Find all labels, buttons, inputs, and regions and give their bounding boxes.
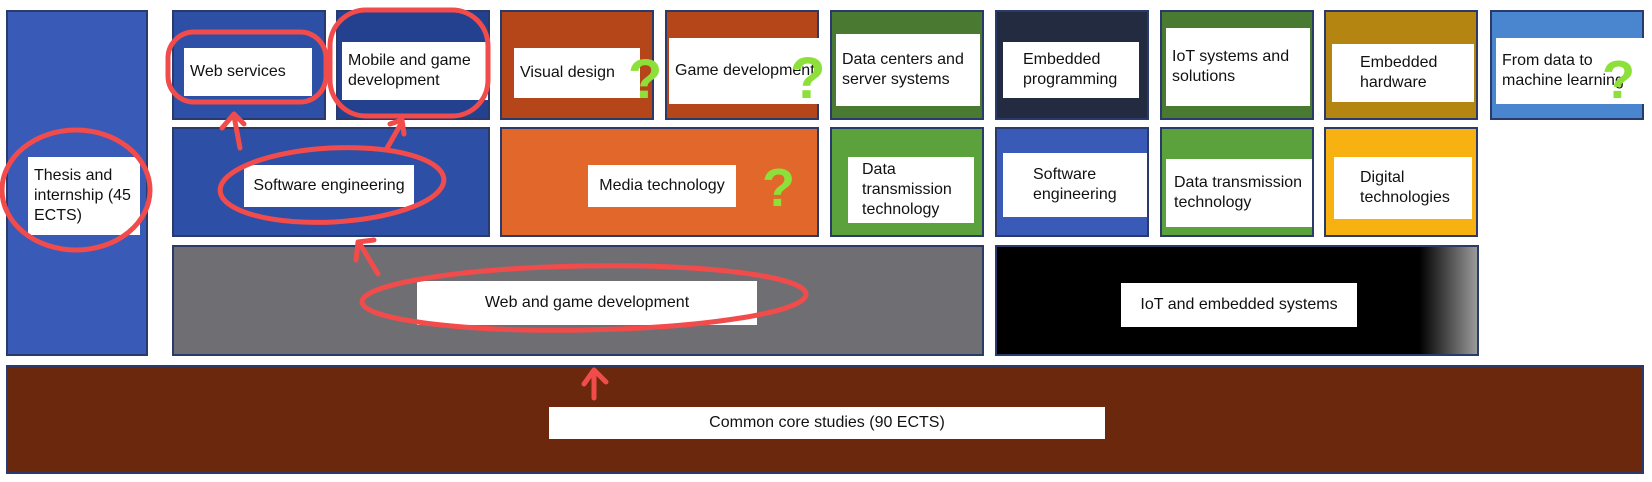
- data-transmission-1-label: Data transmission technology: [848, 157, 974, 223]
- embedded-hardware-label: Embedded hardware: [1332, 44, 1474, 102]
- thesis-block: Thesis and internship (45 ECTS): [6, 10, 148, 356]
- software-engineering-label: Software engineering: [244, 165, 414, 207]
- iot-systems-block: IoT systems and solutions: [1160, 10, 1314, 120]
- data-transmission-2-block: Data transmission technology: [1160, 127, 1314, 237]
- game-development-label: Game development: [669, 38, 819, 104]
- data-ml-label: From data to machine learning: [1496, 38, 1644, 104]
- web-services-block: Web services: [172, 10, 326, 120]
- software-engineering-2-block: Software engineering: [995, 127, 1149, 237]
- data-transmission-2-label: Data transmission technology: [1166, 159, 1312, 227]
- software-engineering-2-label: Software engineering: [1003, 153, 1147, 217]
- digital-technologies-label: Digital technologies: [1334, 157, 1472, 219]
- iot-embedded-label: IoT and embedded systems: [1121, 283, 1357, 327]
- embedded-hardware-block: Embedded hardware: [1324, 10, 1478, 120]
- media-technology-label: Media technology: [588, 165, 736, 207]
- embedded-programming-label: Embedded programming: [1003, 42, 1139, 98]
- digital-technologies-block: Digital technologies: [1324, 127, 1478, 237]
- mobile-game-block: Mobile and game development: [336, 10, 490, 120]
- visual-design-label: Visual design: [514, 48, 640, 98]
- common-core-label: Common core studies (90 ECTS): [549, 407, 1105, 439]
- data-transmission-1-block: Data transmission technology: [830, 127, 984, 237]
- web-services-label: Web services: [184, 48, 312, 96]
- mobile-game-label: Mobile and game development: [342, 42, 488, 100]
- media-technology-block: Media technology: [500, 127, 819, 237]
- visual-design-block: Visual design: [500, 10, 654, 120]
- web-game-dev-label: Web and game development: [417, 281, 757, 325]
- data-ml-block: From data to machine learning: [1490, 10, 1644, 120]
- web-game-dev-block: Web and game development: [172, 245, 984, 356]
- game-development-block: Game development: [665, 10, 819, 120]
- data-centers-block: Data centers and server systems: [830, 10, 984, 120]
- embedded-programming-block: Embedded programming: [995, 10, 1149, 120]
- thesis-label: Thesis and internship (45 ECTS): [28, 157, 140, 235]
- iot-systems-label: IoT systems and solutions: [1166, 28, 1310, 106]
- iot-embedded-block: IoT and embedded systems: [995, 245, 1479, 356]
- data-centers-label: Data centers and server systems: [836, 34, 980, 106]
- common-core-block: Common core studies (90 ECTS): [6, 365, 1644, 474]
- software-engineering-block: Software engineering: [172, 127, 490, 237]
